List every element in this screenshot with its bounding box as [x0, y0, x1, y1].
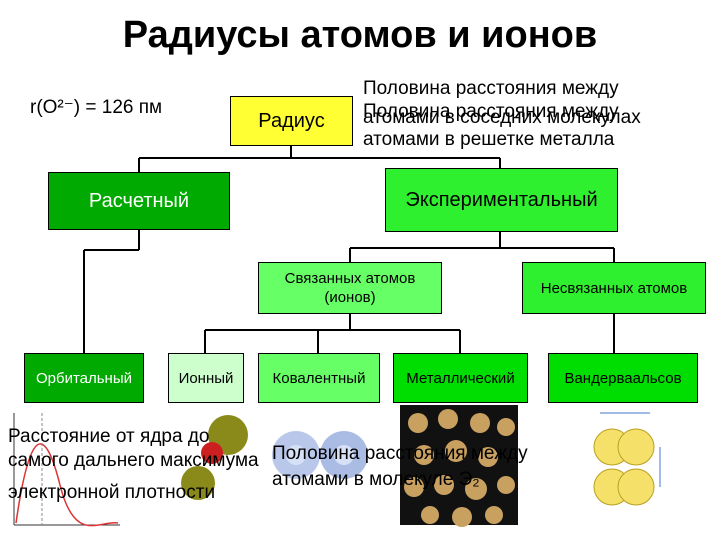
vdw-radius-box: Вандерваальсов [548, 353, 698, 403]
experimental-box: Экспериментальный [385, 168, 618, 232]
orbital-note-line-2: самого дальнего максимума [8, 450, 259, 471]
electron-density-graph [13, 413, 120, 527]
covalent-spheres [272, 431, 368, 479]
metal-lattice [400, 405, 518, 527]
metal-definition: атомами в решетке металла [363, 129, 615, 150]
orbital-label: Орбитальный [35, 369, 133, 387]
bound-atoms-box: Связанных атомов (ионов) [258, 262, 442, 314]
orbital-radius-box: Орбитальный [24, 353, 144, 403]
radius-label: Радиус [258, 109, 325, 132]
vdw-label: Вандерваальсов [564, 369, 682, 387]
bound-label-line-1: Связанных атомов [284, 270, 416, 287]
covalent-note-line-1: Половина расстояния между [272, 443, 528, 464]
ionic-label: Ионный [178, 369, 234, 387]
definition-line-1: Половина расстояния между [363, 78, 619, 99]
oxide-ion-radius-formula: r(O²⁻) = 126 пм [30, 97, 163, 118]
unbound-atoms-box: Несвязанных атомов [522, 262, 706, 314]
radius-box: Радиус [230, 96, 353, 146]
orbital-note-line-1: Расстояние от ядра до [8, 426, 210, 447]
slide-title: Радиусы атомов и ионов [122, 14, 598, 56]
definition-line-ghost: Половина расстояния между [363, 101, 619, 122]
experimental-label: Экспериментальный [405, 188, 598, 211]
covalent-label: Ковалентный [272, 369, 366, 387]
ionic-radius-box: Ионный [168, 353, 244, 403]
illustrations [13, 405, 661, 527]
metallic-label: Металлический [406, 369, 515, 387]
metallic-radius-box: Металлический [393, 353, 528, 403]
vdw-molecules [593, 412, 661, 506]
bound-label-line-2: (ионов) [324, 289, 376, 306]
unbound-label: Несвязанных атомов [540, 279, 688, 297]
definition-line-2: атомами в соседних молекулах [363, 107, 641, 128]
calculated-box: Расчетный [48, 172, 230, 230]
covalent-note-line-2: атомами в молекуле Э₂ [272, 469, 480, 490]
ionic-spheres [181, 415, 248, 500]
orbital-note-line-3: электронной плотности [8, 482, 216, 503]
covalent-radius-box: Ковалентный [258, 353, 380, 403]
calculated-label: Расчетный [88, 189, 190, 212]
